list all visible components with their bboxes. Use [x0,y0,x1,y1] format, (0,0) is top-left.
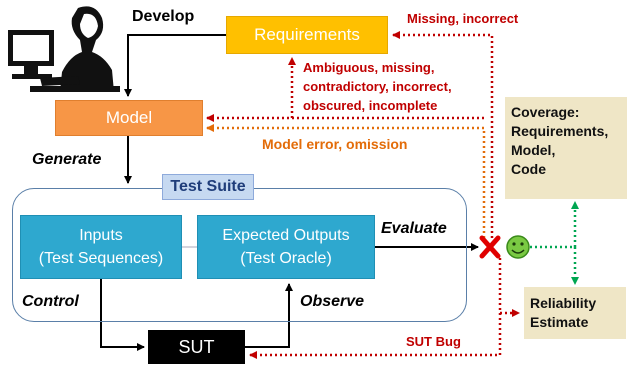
outputs-subtitle: (Test Oracle) [240,250,332,267]
coverage-box: Coverage: Requirements, Model, Code [505,97,627,199]
control-arrow [100,279,145,351]
ambiguous-line2: contradictory, incorrect, [303,79,452,94]
sut-bug-arrow [249,258,502,359]
develop-label: Develop [132,8,195,25]
test-suite-label: Test Suite [170,178,246,195]
outputs-title: Expected Outputs [222,227,350,244]
control-label: Control [22,293,79,310]
ambiguous-line1: Ambiguous, missing, [303,60,435,75]
red-x-icon [479,235,501,259]
coverage-title: Coverage: [511,104,580,120]
model-error-label: Model error, omission [262,136,408,152]
observe-arrow [245,283,293,348]
requirements-box: Requirements [226,16,388,54]
model-error-arrow [206,124,486,238]
coverage-item-code: Code [511,161,546,177]
generate-label: Generate [32,151,102,168]
test-suite-title: Test Suite [162,174,254,200]
observe-label: Observe [300,293,365,310]
sut-bug-label: SUT Bug [406,334,461,349]
coverage-item-model: Model, [511,142,556,158]
requirements-label: Requirements [254,25,360,44]
missing-incorrect-label: Missing, incorrect [407,11,519,26]
ambiguous-label: Ambiguous, missing, contradictory, incor… [303,58,452,115]
sut-box: SUT [148,330,245,364]
model-label: Model [105,108,153,127]
reliability-estimate-box: Reliability Estimate [524,287,626,339]
person-at-computer-icon [8,6,120,93]
ambiguous-line3: obscured, incomplete [303,98,438,113]
develop-arrow [124,34,226,97]
coverage-item-requirements: Requirements, [511,123,609,139]
reliability-line2: Estimate [530,314,589,330]
reliability-line1: Reliability [530,295,597,311]
evaluate-label: Evaluate [381,220,447,237]
inputs-box: Inputs (Test Sequences) [20,215,182,279]
model-box: Model [55,100,203,136]
expected-outputs-box: Expected Outputs (Test Oracle) [197,215,375,279]
inputs-title: Inputs [79,227,123,244]
sut-label: SUT [178,336,215,357]
inputs-subtitle: (Test Sequences) [38,250,164,267]
green-smiley-icon [506,235,530,259]
